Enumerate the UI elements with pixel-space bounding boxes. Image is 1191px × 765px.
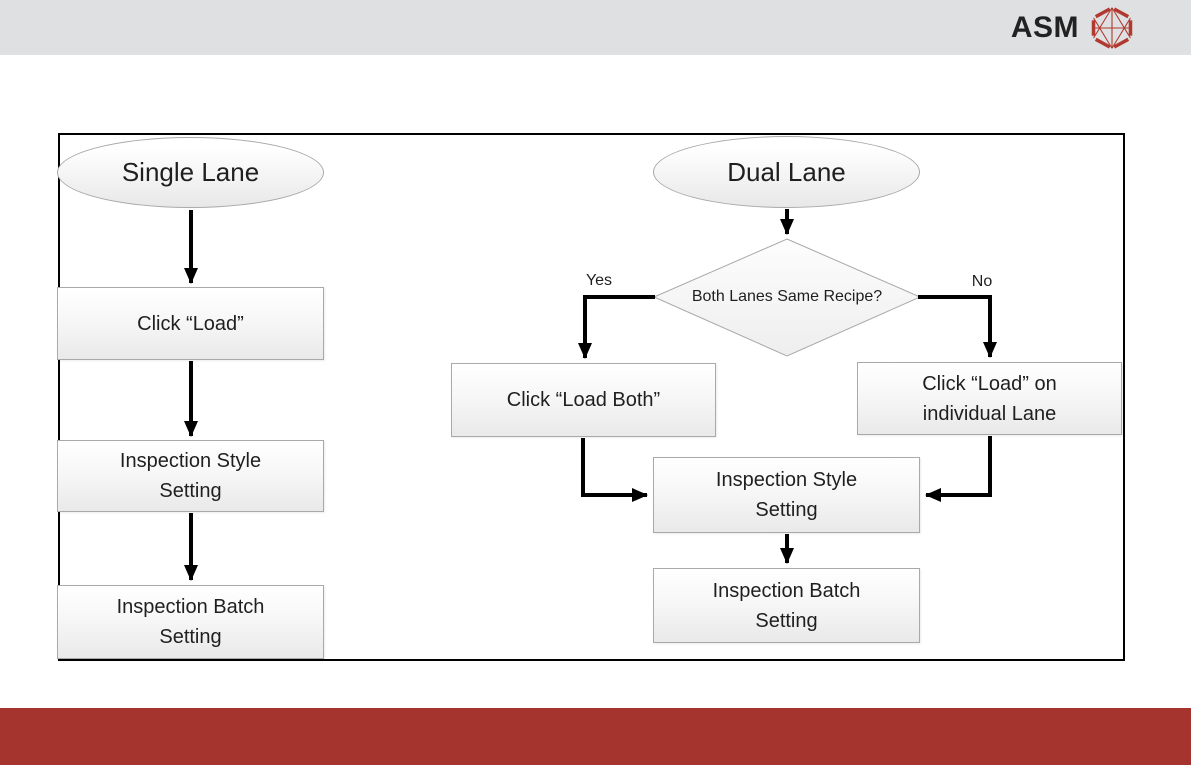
step-click-load-both: Click “Load Both” (451, 363, 716, 437)
single-lane-step-inspection-batch: Inspection Batch Setting (57, 585, 324, 659)
branch-no-label: No (971, 273, 993, 290)
asm-logo: ASM (1011, 0, 1135, 55)
single-lane-start-ellipse: Single Lane (57, 137, 324, 208)
single-lane-step-inspection-style: Inspection Style Setting (57, 440, 324, 512)
header-bar: ASM (0, 0, 1191, 55)
step-click-load-individual: Click “Load” on individual Lane (857, 362, 1122, 435)
single-lane-step-click-load: Click “Load” (57, 287, 324, 360)
decision-label: Both Lanes Same Recipe? (691, 288, 883, 305)
hexagon-wireframe-icon (1091, 6, 1133, 49)
asm-logo-text: ASM (1010, 10, 1079, 44)
dual-step-inspection-batch: Inspection Batch Setting (653, 568, 920, 643)
footer-bar (0, 708, 1191, 765)
dual-step-inspection-style: Inspection Style Setting (653, 457, 920, 533)
dual-lane-start-ellipse: Dual Lane (653, 136, 920, 208)
branch-yes-label: Yes (585, 272, 613, 289)
